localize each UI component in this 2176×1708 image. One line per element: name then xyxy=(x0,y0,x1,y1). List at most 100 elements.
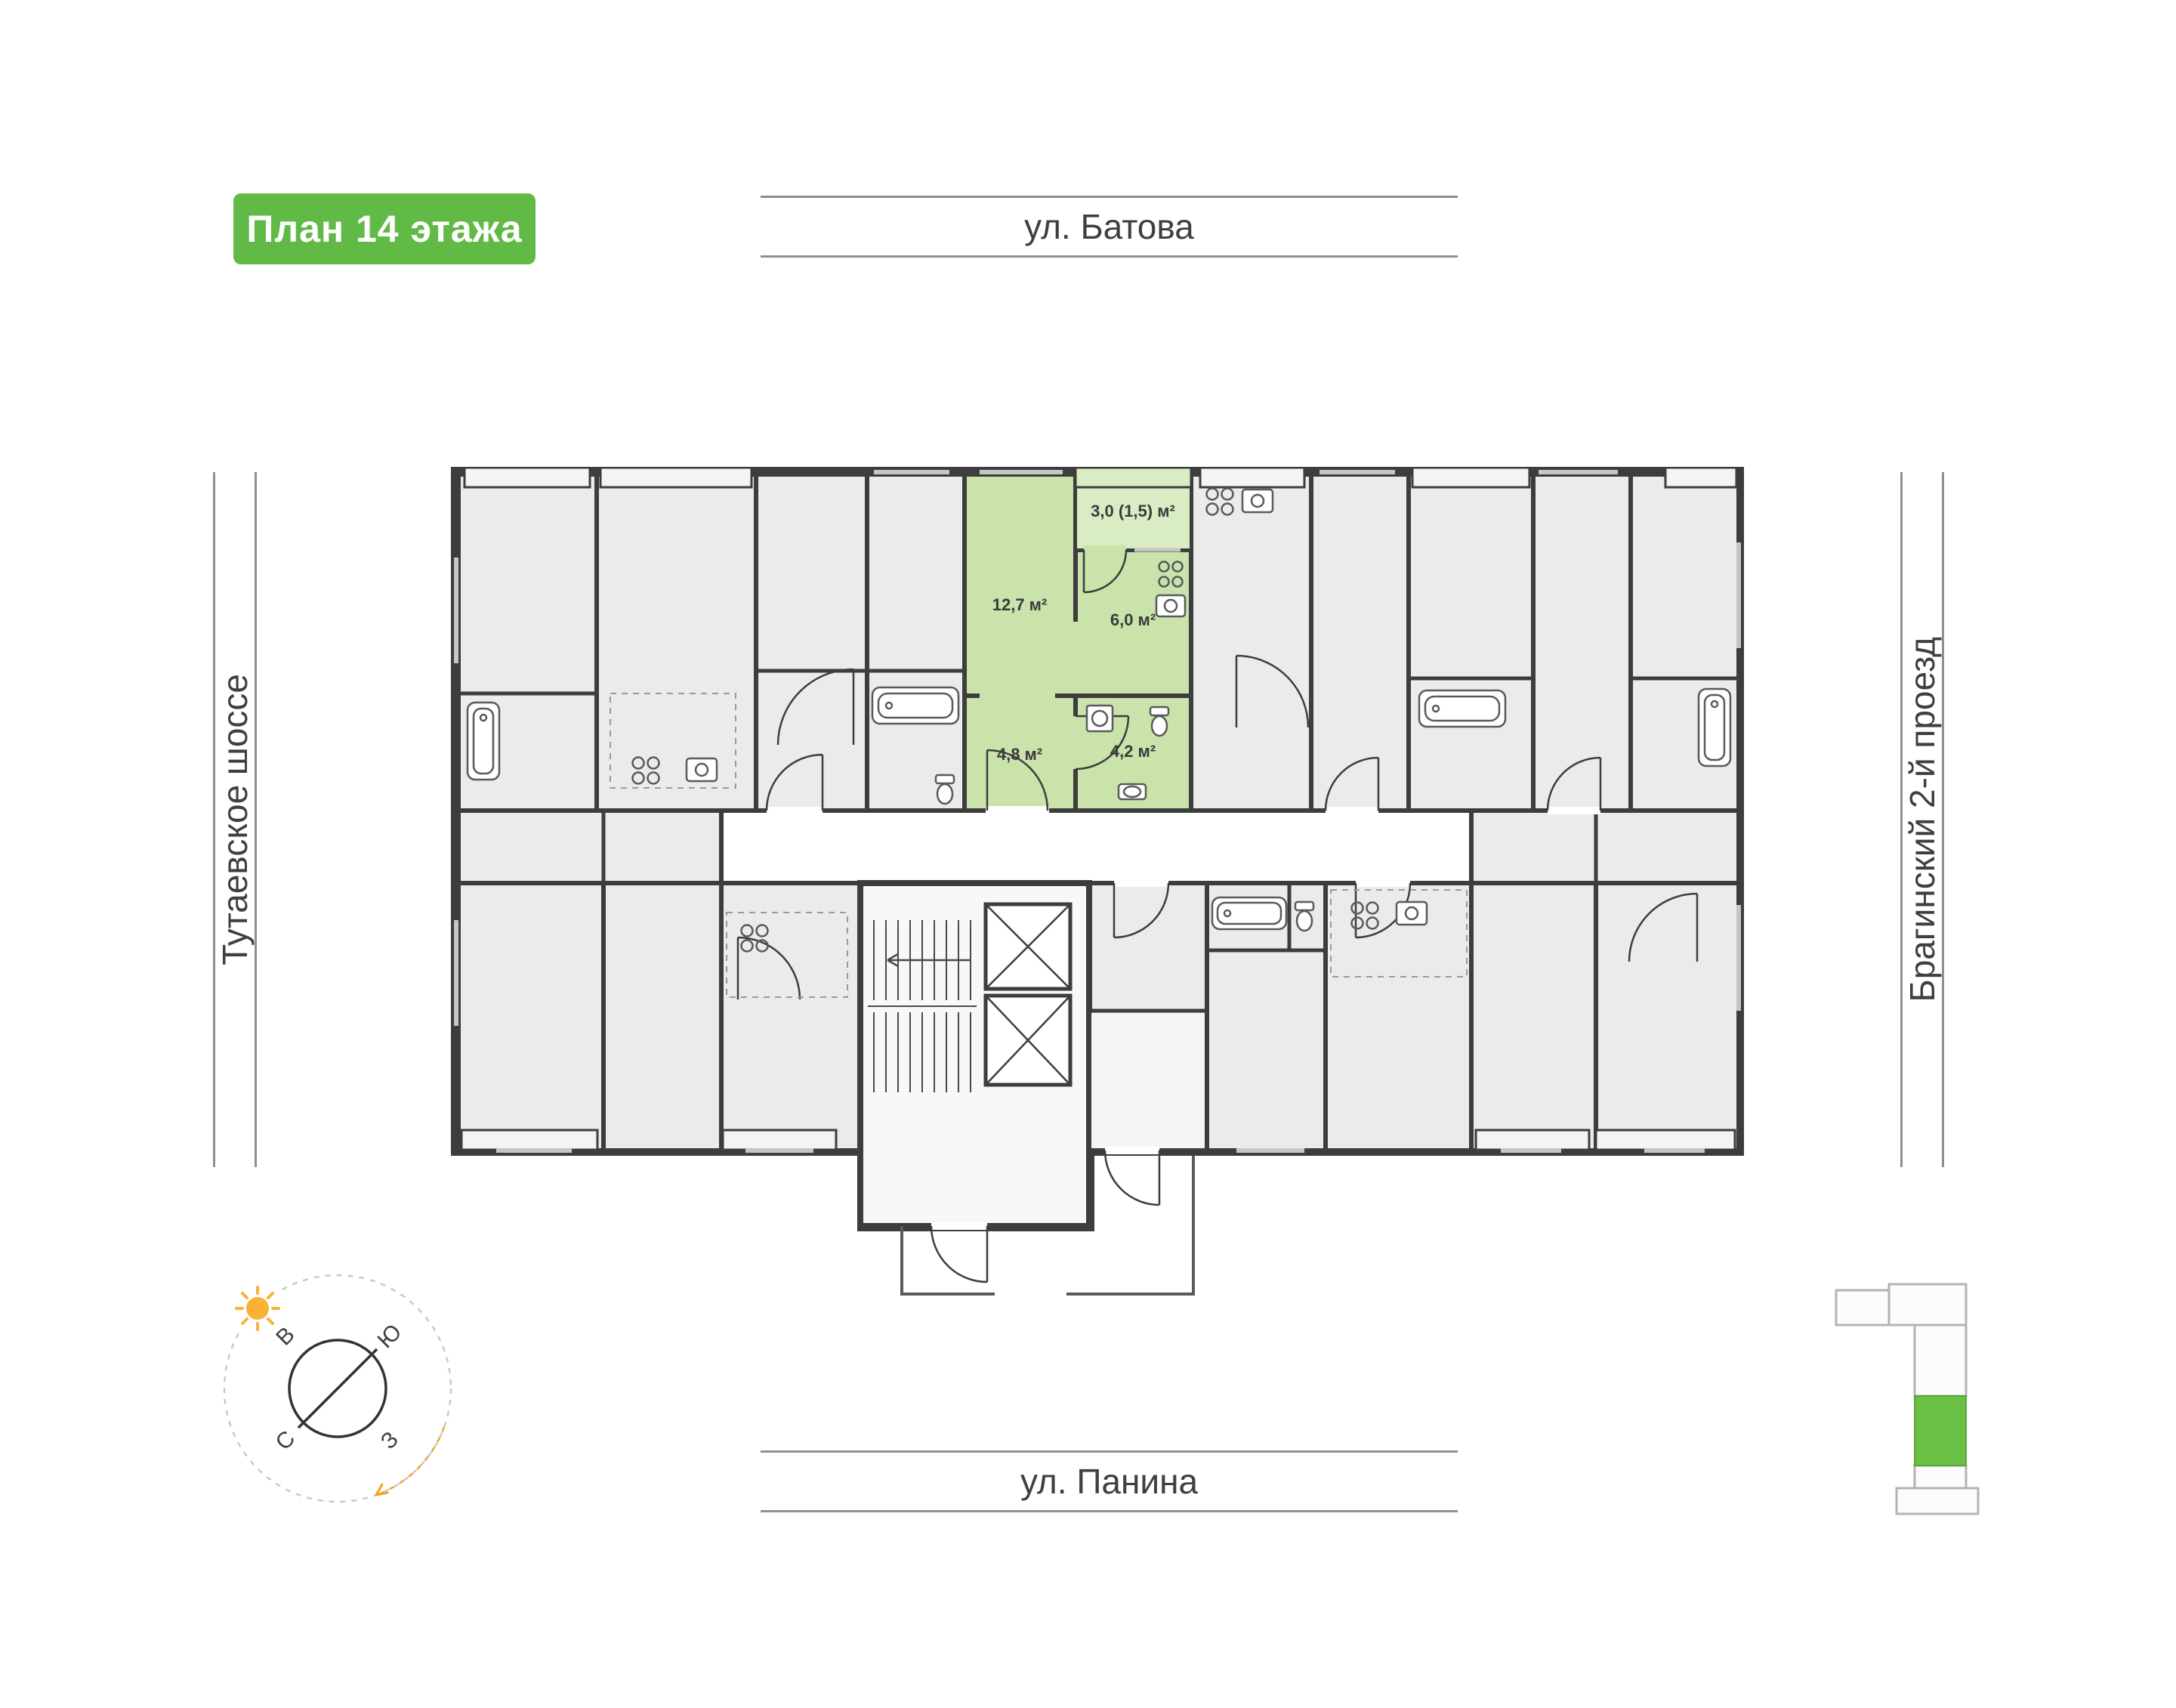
apartment-balcony-rail xyxy=(1074,467,1193,489)
stairs-direction-arrow xyxy=(887,953,971,968)
sun-icon xyxy=(229,1280,286,1337)
stove-icon xyxy=(1350,901,1379,930)
minimap-block xyxy=(1913,1464,1968,1490)
sun-path-arrow xyxy=(375,1483,389,1496)
toilet-icon xyxy=(1149,706,1170,737)
corridor xyxy=(719,808,1474,885)
bathtub-icon xyxy=(871,686,960,725)
door-arc xyxy=(1546,756,1602,811)
balcony-rail xyxy=(1411,467,1531,489)
door-arc xyxy=(1628,892,1699,962)
door-arc xyxy=(1103,1150,1161,1206)
door-arc xyxy=(765,753,824,811)
apartment-highlighted[interactable]: 12,7 м² 6,0 м² 3,0 (1,5) м² 4,8 м² 4,2 м… xyxy=(962,467,1193,814)
floor-badge: План 14 этажа xyxy=(233,193,536,264)
room xyxy=(719,881,863,1153)
door-arc xyxy=(736,936,801,1000)
balcony-rail xyxy=(460,1129,599,1151)
opening-balcony-door xyxy=(1084,545,1126,554)
toilet-icon xyxy=(1294,900,1315,932)
compass: В Ю С З xyxy=(223,1274,452,1503)
compass-letter-north: С xyxy=(271,1426,301,1456)
room xyxy=(1594,881,1741,1153)
room xyxy=(754,472,869,813)
door-arc xyxy=(1235,654,1310,728)
sink-icon xyxy=(1395,900,1428,926)
door-arc xyxy=(776,668,855,746)
washing-machine-icon xyxy=(1085,704,1114,733)
door-arc-balcony xyxy=(1082,549,1128,594)
compass-dashed-circle xyxy=(223,1274,452,1503)
street-top: ул. Батова xyxy=(761,196,1458,258)
compass-letter-west: З xyxy=(376,1427,403,1454)
bathtub-icon xyxy=(1697,687,1732,768)
room xyxy=(601,881,724,1153)
fixtures xyxy=(466,487,1732,953)
toilet-icon xyxy=(934,774,955,805)
rooms-bottom-row xyxy=(456,808,1741,1153)
stove-icon xyxy=(631,756,660,785)
balcony-rail xyxy=(463,467,591,489)
floor-plan: 12,7 м² 6,0 м² 3,0 (1,5) м² 4,8 м² 4,2 м… xyxy=(451,467,1744,1296)
sink-icon xyxy=(685,757,718,783)
bathtub-icon xyxy=(1418,689,1507,728)
minimap-block xyxy=(1887,1283,1968,1327)
room xyxy=(456,808,724,885)
location-minimap xyxy=(1835,1283,1980,1515)
vestibule xyxy=(1091,1013,1205,1148)
area-label-living: 12,7 м² xyxy=(992,595,1048,614)
balcony-rails xyxy=(460,467,1738,1151)
elevator-shafts xyxy=(983,902,1073,1087)
minimap-current-building xyxy=(1914,1395,1967,1466)
street-left: Тутаевское шоссе xyxy=(213,472,257,1167)
minimap-block xyxy=(1835,1289,1890,1327)
sink-icon xyxy=(1155,594,1187,618)
opening-entrance xyxy=(986,806,1049,814)
interior-walls xyxy=(458,669,1739,1013)
door-arc xyxy=(930,1225,989,1283)
area-label-kitchen: 6,0 м² xyxy=(1110,610,1156,629)
room xyxy=(865,472,967,813)
bathtub-icon xyxy=(1211,896,1288,931)
balcony-rail xyxy=(1594,1129,1736,1151)
door-arc xyxy=(1324,756,1380,811)
opening-living-hall xyxy=(980,691,1055,700)
street-bottom-label: ул. Панина xyxy=(1020,1462,1199,1501)
room xyxy=(456,881,606,1153)
room xyxy=(1469,808,1741,885)
balcony-rail xyxy=(1664,467,1738,489)
windows xyxy=(454,470,1741,1153)
stove-icon xyxy=(740,924,769,953)
area-label-hall: 4,8 м² xyxy=(997,745,1042,764)
sun-path-arc xyxy=(375,1426,446,1496)
elevator-cross xyxy=(985,995,1071,1086)
stairs xyxy=(868,920,977,1092)
entrance-porch xyxy=(900,1156,1195,1296)
room xyxy=(1406,472,1536,813)
doors xyxy=(736,654,1699,1283)
minimap-block xyxy=(1895,1487,1980,1515)
opening-bath-door xyxy=(1071,716,1080,769)
street-right: Брагинский 2-й проезд xyxy=(1900,472,1944,1167)
balcony-rail xyxy=(1474,1129,1591,1151)
stove-icon xyxy=(1205,487,1234,516)
opening-living-kitchen xyxy=(1071,622,1080,693)
room xyxy=(594,472,758,813)
compass-letter-south: Ю xyxy=(373,1320,407,1354)
door-arc-entrance xyxy=(986,749,1049,811)
balcony-rail xyxy=(1199,467,1306,489)
balcony-rail xyxy=(599,467,753,489)
street-bottom: ул. Панина xyxy=(761,1450,1458,1512)
sink-icon xyxy=(1241,488,1274,514)
room xyxy=(1323,881,1474,1153)
room xyxy=(1189,472,1313,813)
compass-axis xyxy=(297,1348,378,1429)
stove-icon xyxy=(1158,561,1184,588)
rooms-top-row xyxy=(456,472,1741,813)
bathtub-icon xyxy=(466,701,501,781)
street-top-label: ул. Батова xyxy=(1024,207,1194,246)
street-left-label: Тутаевское шоссе xyxy=(215,674,255,965)
door-arc xyxy=(1113,882,1170,939)
street-right-label: Брагинский 2-й проезд xyxy=(1903,637,1942,1002)
sink-icon xyxy=(1117,783,1147,801)
